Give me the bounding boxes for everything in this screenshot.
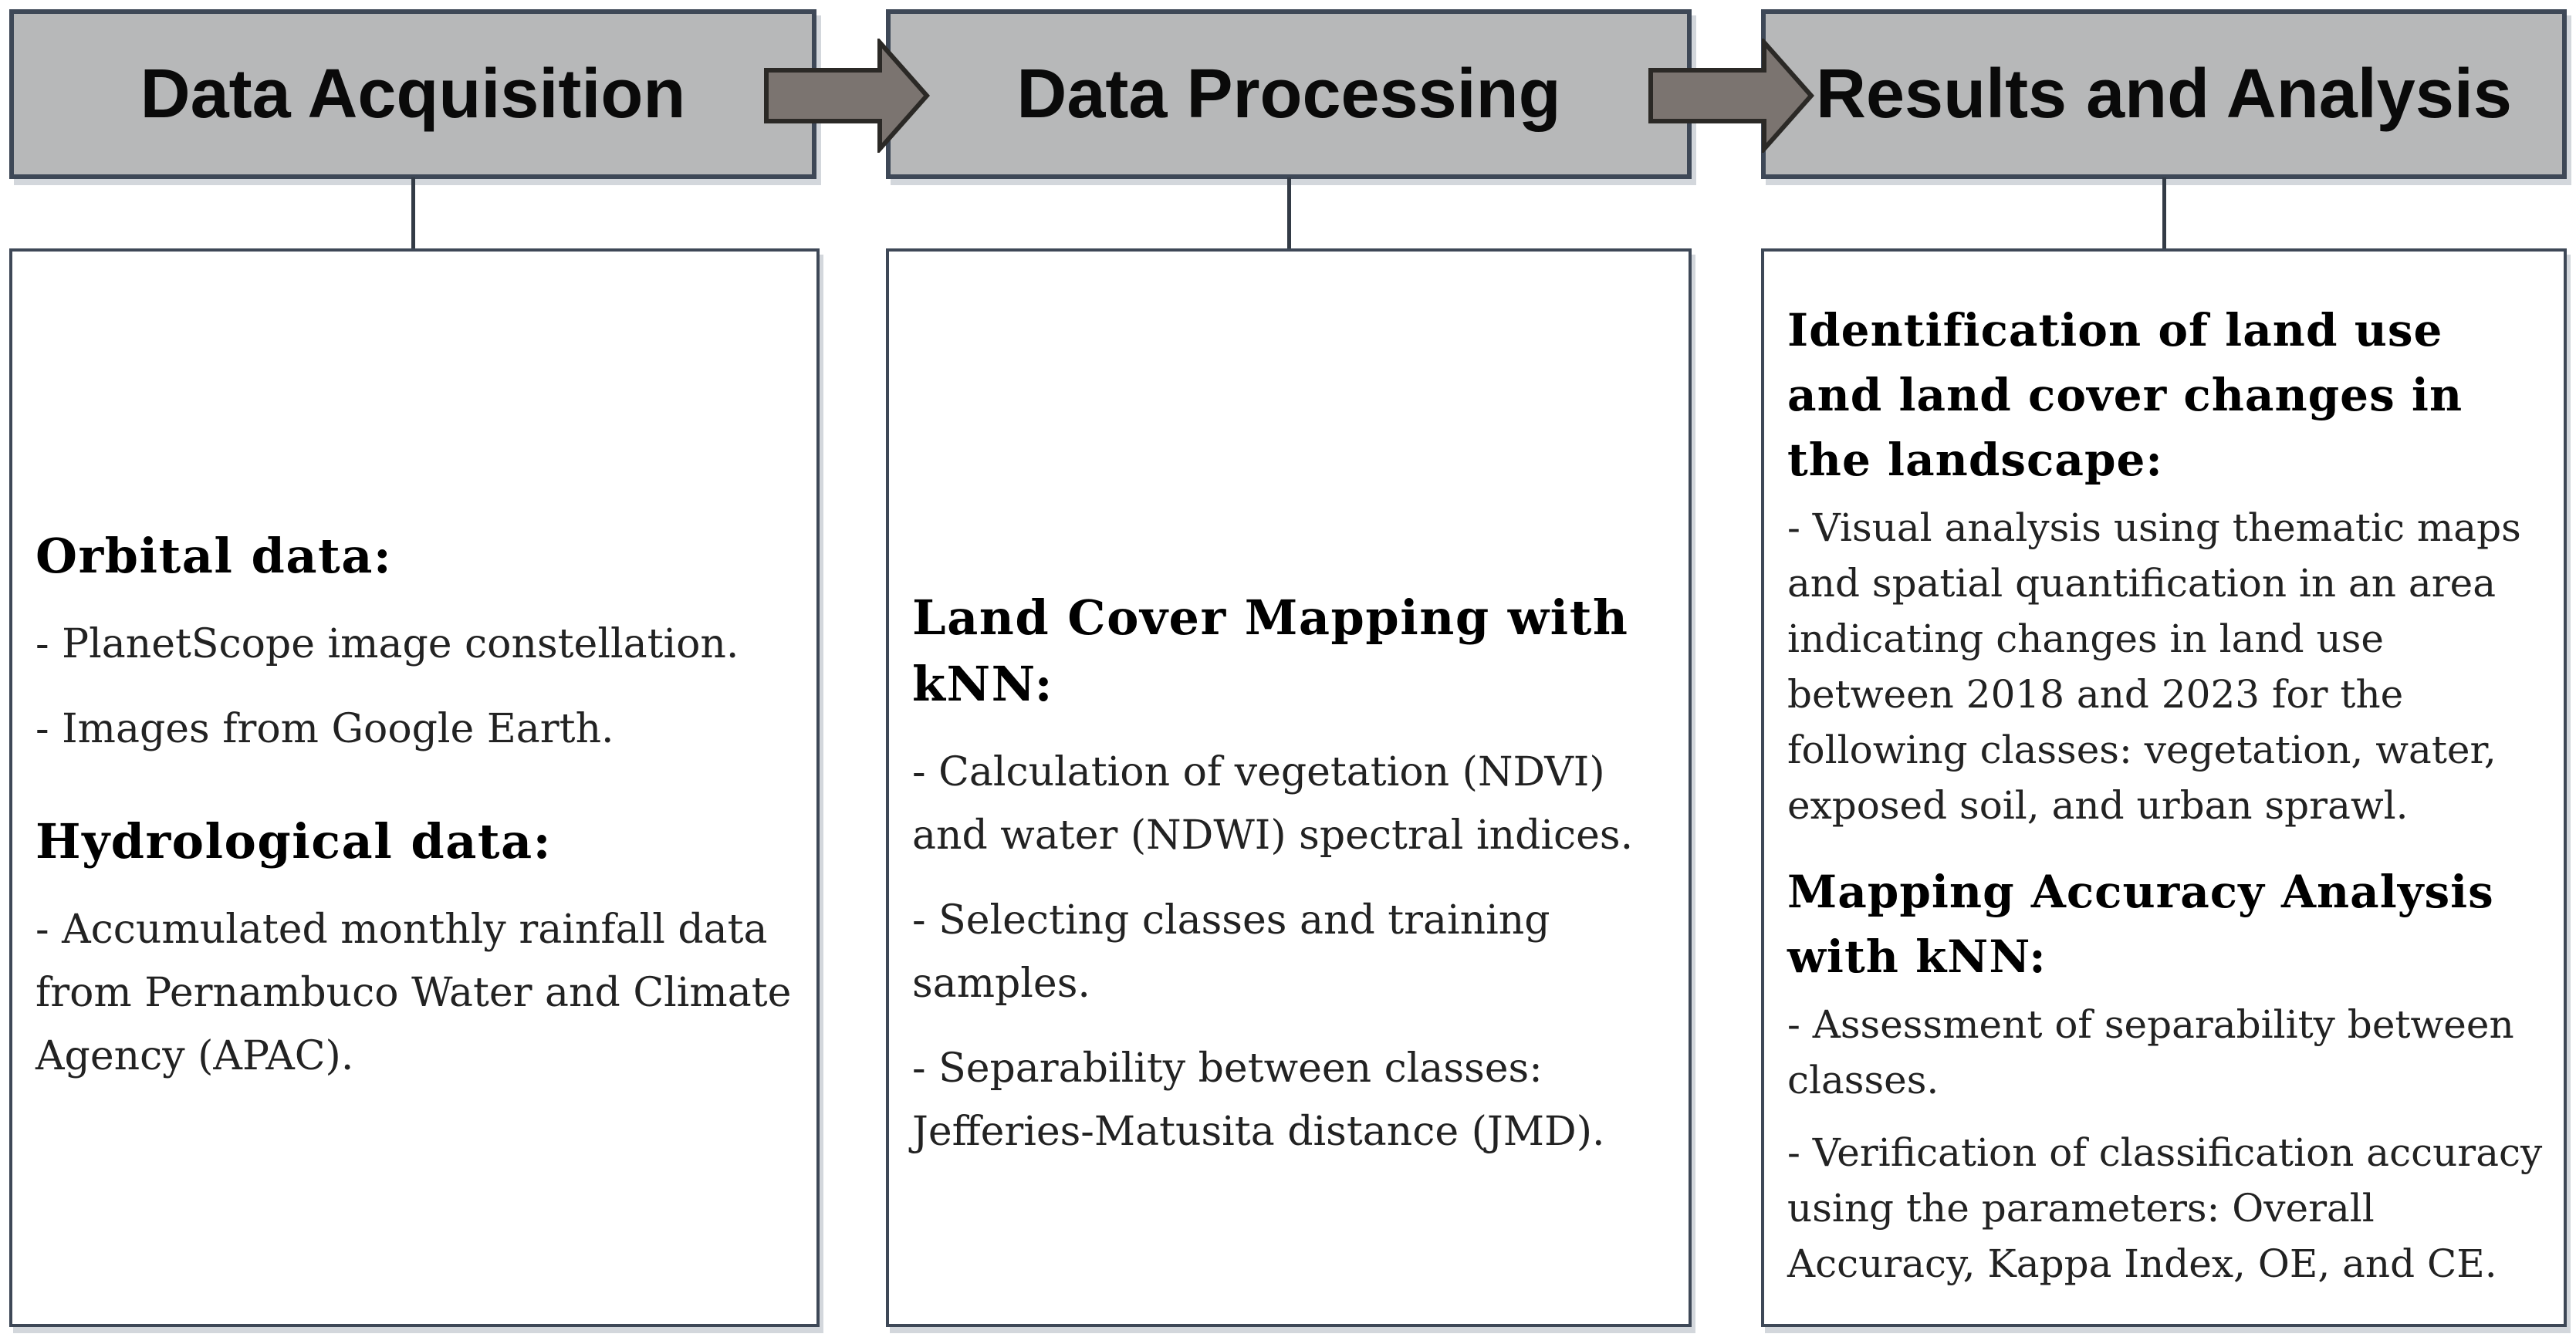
mapping-accuracy-section: Mapping Accuracy Analysis with kNN: - As… <box>1787 859 2544 1292</box>
bullet-item: - Assessment of separability between cla… <box>1787 1002 2514 1103</box>
bullet-item: - PlanetScope image constellation. <box>35 621 739 667</box>
land-use-changes-section: Identification of land use and land cove… <box>1787 298 2544 833</box>
flow-arrow-right-icon <box>764 39 931 153</box>
hydrological-data-section: Hydrological data: - Accumulated monthly… <box>35 809 796 1088</box>
orbital-data-section: Orbital data: - PlanetScope image conste… <box>35 523 796 761</box>
connector-line <box>2162 177 2166 250</box>
section-title: Orbital data: <box>35 528 393 584</box>
stage-header-label: Data Acquisition <box>140 55 686 133</box>
stage-header-results-analysis: Results and Analysis <box>1761 9 2567 179</box>
bullet-item: - Images from Google Earth. <box>35 706 614 752</box>
section-title: Hydrological data: <box>35 813 553 870</box>
flow-arrow-right-icon <box>1648 39 1815 153</box>
section-title: Land Cover Mapping with kNN: <box>912 589 1629 712</box>
stage-header-label: Data Processing <box>1016 55 1561 133</box>
bullet-item: - Selecting classes and training samples… <box>912 897 1550 1007</box>
connector-line <box>411 177 415 250</box>
section-title: Identification of land use and land cove… <box>1787 304 2463 486</box>
bullet-item: - Calculation of vegetation (NDVI) and w… <box>912 749 1634 859</box>
stage-header-label: Results and Analysis <box>1816 55 2512 133</box>
connector-line <box>1287 177 1291 250</box>
data-acquisition-panel: Orbital data: - PlanetScope image conste… <box>9 248 820 1327</box>
bullet-item: - Accumulated monthly rainfall data from… <box>35 907 792 1079</box>
bullet-item: - Separability between classes: Jefferie… <box>912 1045 1605 1155</box>
data-processing-panel: Land Cover Mapping with kNN: - Calculati… <box>886 248 1692 1327</box>
bullet-item: - Verification of classification accurac… <box>1787 1130 2543 1286</box>
stage-header-data-acquisition: Data Acquisition <box>9 9 816 179</box>
section-title: Mapping Accuracy Analysis with kNN: <box>1787 866 2494 983</box>
results-analysis-panel: Identification of land use and land cove… <box>1761 248 2567 1327</box>
land-cover-mapping-section: Land Cover Mapping with kNN: - Calculati… <box>912 585 1668 1163</box>
bullet-item: - Visual analysis using thematic maps an… <box>1787 505 2521 828</box>
stage-header-data-processing: Data Processing <box>886 9 1692 179</box>
